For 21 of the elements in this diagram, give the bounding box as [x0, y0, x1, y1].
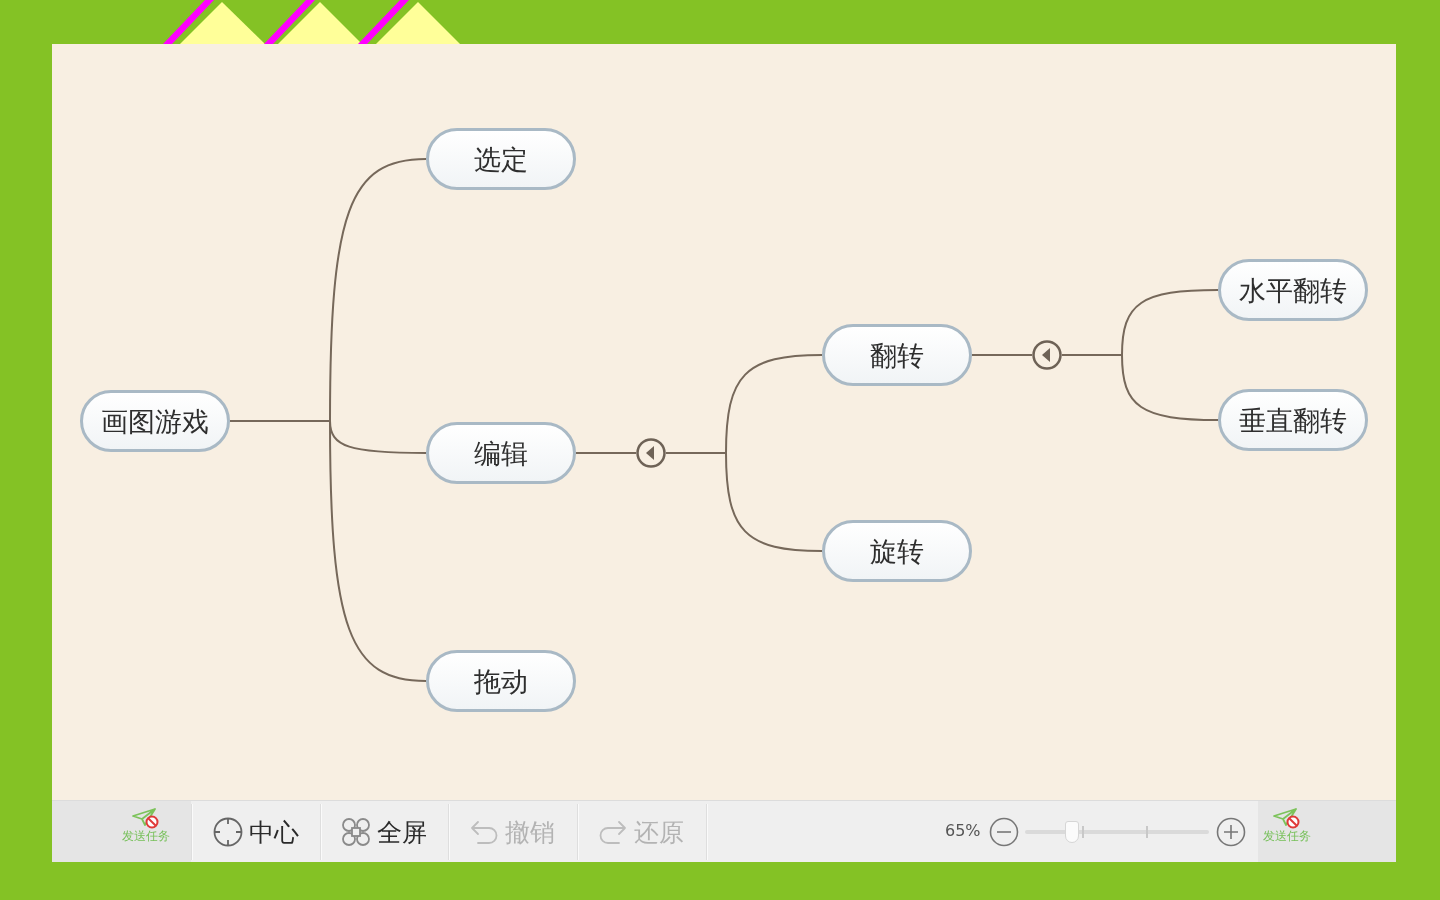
root-topic-node: 画图游戏	[80, 390, 230, 452]
connector-line	[1061, 354, 1219, 421]
connector-line	[971, 354, 1033, 356]
undo-button: 撤销	[449, 811, 565, 853]
topic-node: 水平翻转	[1218, 259, 1368, 321]
center-view-button: 中心	[193, 811, 309, 853]
topic-node: 拖动	[426, 650, 576, 712]
redo-button: 还原	[578, 811, 694, 853]
topic-node: 垂直翻转	[1218, 389, 1368, 451]
topic-node: 旋转	[822, 520, 972, 582]
collapse-toggle-icon	[1032, 340, 1062, 370]
send-task-button: 发送任务	[1263, 807, 1311, 842]
topic-node: 选定	[426, 128, 576, 190]
collapse-toggle-icon	[636, 438, 666, 468]
topic-node: 编辑	[426, 422, 576, 484]
connector-line	[575, 452, 637, 454]
fullscreen-button: 全屏	[321, 811, 437, 853]
send-task-button: 发送任务	[122, 807, 170, 842]
zoom-level: 65%	[945, 823, 981, 839]
topic-node: 翻转	[822, 324, 972, 386]
connector-line	[665, 452, 823, 552]
